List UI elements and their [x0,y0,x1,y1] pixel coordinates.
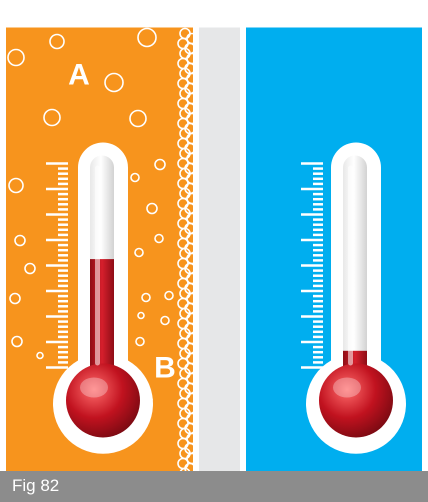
caption-bar: Fig 82 [0,471,428,502]
center-divider [199,28,240,484]
right-tube-shine [348,166,353,366]
left-thermometer-bulb [66,364,140,438]
left-bulb-highlight [80,378,108,398]
figure-caption: Fig 82 [12,476,59,496]
right-thermometer-bulb [319,364,393,438]
label-a: A [68,59,90,92]
right-thermometer-tube [343,156,367,376]
label-b: B [154,352,176,385]
right-bulb-highlight [333,378,361,398]
left-tube-shine [95,166,100,366]
